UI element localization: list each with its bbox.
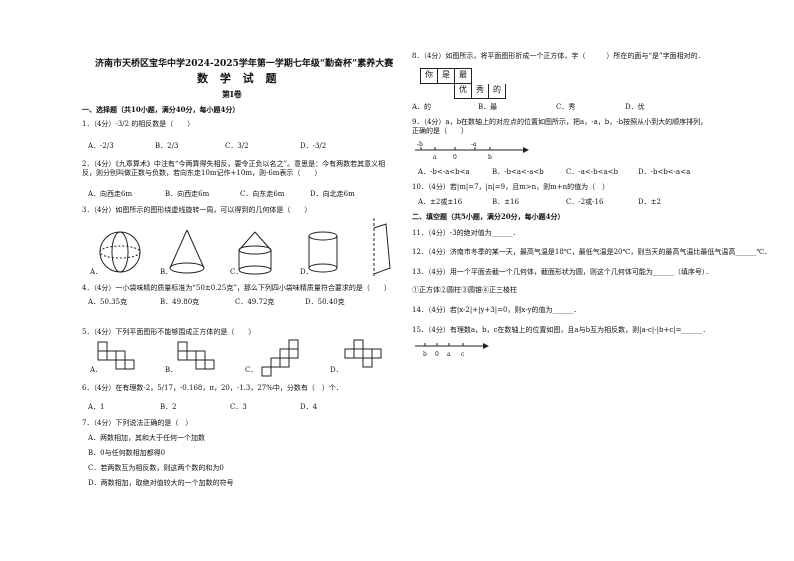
grid-cell: 秀 [472, 84, 489, 99]
axis-label: 0 [435, 351, 439, 358]
q3-option-d: D． [300, 268, 313, 276]
q9-option-a: A．-b<-a<b<a [418, 168, 470, 176]
q15-number-line [415, 343, 489, 349]
axis-label: -b [417, 141, 423, 148]
q2-option-a: A．向西走6m [88, 190, 133, 198]
axis-label: 0 [453, 154, 457, 161]
q6-option-c: C．3 [230, 403, 247, 411]
q6-stem: 6．（4分）在有理数-2，5/17，-0.168，π，20，-1.3，27%中，… [82, 384, 343, 392]
q8-option-a: A．的 [412, 103, 432, 111]
q6-option-a: A．1 [88, 403, 105, 411]
grid-cell: 的 [489, 84, 506, 99]
q12: 12．（4分）济南市冬季的某一天，最高气温是18℃，最低气温是20℃，则当天的最… [412, 248, 772, 256]
axis-label: a [433, 154, 437, 161]
net-c-figure [261, 339, 299, 377]
net-d-figure [344, 339, 382, 368]
section1-heading: 一、选择题（共10小题，满分40分，每小题4分） [82, 105, 240, 114]
q3-option-c: C． [230, 268, 243, 276]
q8-stem: 8．（4分）如图所示，将平面图形折成一个正方体，字（ ）所在的面与“是”字面相对… [412, 52, 705, 60]
q8-net-grid: 你 是 最 优 秀 的 [420, 68, 506, 99]
axis-label: -a [471, 141, 477, 148]
q6-option-b: B．2 [160, 403, 177, 411]
axis-label: c [461, 351, 465, 358]
q1-option-d: D．-3/2 [300, 142, 327, 150]
q5-option-b: B． [165, 366, 178, 374]
q5-stem: 5．（4分）下列平面图形不能够围成正方体的是（ ） [82, 328, 256, 336]
grid-cell: 你 [420, 68, 438, 84]
q7-stem: 7．（4分）下列说法正确的是（ ） [82, 419, 193, 427]
q4-option-b: B．49.80克 [160, 298, 200, 306]
q7-option-a: A．两数相加，其和大于任何一个加数 [88, 434, 206, 442]
q1-option-a: A．-2/3 [88, 142, 114, 150]
q9-stem: 9．（4分）a，b在数轴上的对应点的位置如图所示，把a，-a，b，-b按照从小到… [412, 118, 708, 135]
q7-option-c: C．若两数互为相反数，则这两个数的和为0 [88, 464, 224, 472]
q2-option-c: C．向东走6m [240, 190, 285, 198]
q3-option-b: B． [160, 268, 173, 276]
rotation-shape-figure [373, 218, 391, 278]
sphere-figure [99, 231, 141, 273]
volume-label: 第Ⅰ卷 [222, 89, 242, 99]
q11: 11．（4分）-3的绝对值为______． [412, 229, 520, 237]
q5-option-d: D． [330, 366, 343, 374]
q6-option-d: D．4 [300, 403, 318, 411]
q8-option-c: C．秀 [556, 103, 576, 111]
q10-option-a: A．±2或±16 [418, 198, 463, 206]
q9-option-b: B．-b<a<-a<b [492, 168, 544, 176]
net-b-figure [177, 341, 215, 370]
axis-label: b [488, 154, 492, 161]
grid-cell: 是 [438, 68, 455, 84]
q2-stem: 2．（4分）《九章算术》中注有“今两算得失相反，要令正负以名之”。意思是：今有两… [82, 160, 386, 177]
q5-option-a: A． [90, 366, 103, 374]
q2-option-d: D．向北走6m [310, 190, 355, 198]
q1-option-c: C．3/2 [225, 142, 249, 150]
q13: 13．（4分）用一个平面去截一个几何体，截面形状为圆，则这个几何体可能为____… [412, 268, 713, 276]
cone-cylinder-figure [238, 231, 272, 275]
axis-label: b [423, 351, 427, 358]
q3-stem: 3．（4分）如图所示的图形绕虚线旋转一周，可以得到的几何体是（ ） [82, 206, 312, 214]
q15: 15．（4分）有理数a，b，c在数轴上的位置如图，且a与b互为相反数，则|a-c… [412, 326, 710, 334]
q14: 14．（4分）若|x-2|+|y+3|=0，则x-y的值为______． [412, 306, 581, 314]
q1-stem: 1．（4分）-3/2 的相反数是（ ） [82, 120, 195, 128]
q2-option-b: B．向西走6m [165, 190, 210, 198]
cone-figure [169, 229, 205, 274]
q13-options: ①正方体②圆柱③圆锥④正三棱柱 [412, 286, 517, 294]
q3-option-a: A． [90, 268, 103, 276]
grid-cell: 优 [454, 84, 472, 99]
q7-option-b: B．0与任何数相加都得0 [88, 449, 166, 457]
subject-title: 数 学 试 题 [197, 72, 281, 85]
q9-option-d: D．-b<b<-a<a [638, 168, 691, 176]
q10-option-b: B．±16 [492, 198, 519, 206]
q9-option-c: C．-a<-b<a<b [566, 168, 618, 176]
q10-option-c: C．-2或-16 [566, 198, 604, 206]
q5-option-c: C． [245, 366, 258, 374]
q1-option-b: B．2/3 [155, 142, 179, 150]
q8-option-b: B．最 [478, 103, 498, 111]
q8-option-d: D．优 [625, 103, 645, 111]
q10-option-d: D．±2 [638, 198, 661, 206]
q9-number-line [415, 147, 529, 153]
exam-title: 济南市天桥区宝华中学2024-2025学年第一学期七年级“勤奋杯”素养大赛 [95, 59, 394, 69]
cylinder-figure [308, 231, 338, 273]
axis-label: a [447, 351, 451, 358]
grid-cell: 最 [455, 68, 472, 84]
q4-option-d: D．50.40克 [305, 298, 345, 306]
q7-option-d: D．两数相加，取绝对值较大的一个加数的符号 [88, 479, 234, 487]
q10-stem: 10．（4分）若|m|=7，|n|=9，且m>n，则m+n的值为（ ） [412, 183, 610, 191]
q4-option-a: A．50.35克 [88, 298, 128, 306]
net-a-figure [97, 341, 135, 370]
q4-stem: 4．（4分）一小袋味精的质量标准为“50±0.25克”，那么下列四小袋味精质量符… [82, 284, 391, 292]
q4-option-c: C．49.72克 [235, 298, 275, 306]
section2-heading: 二、填空题（共5小题，满分20分，每小题4分） [412, 212, 565, 221]
